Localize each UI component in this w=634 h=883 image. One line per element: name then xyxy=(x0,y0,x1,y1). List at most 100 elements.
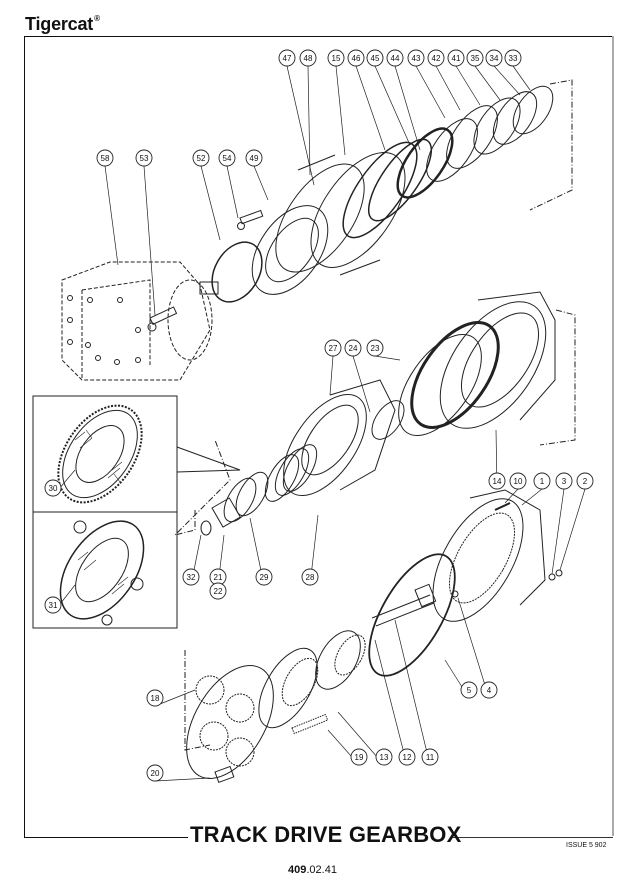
part-41-ring xyxy=(473,97,521,155)
callout-48: 48 xyxy=(299,49,317,67)
leader-line-54 xyxy=(226,165,239,219)
callout-32: 32 xyxy=(182,568,200,586)
leader-line-11 xyxy=(394,619,431,766)
callout-number: 31 xyxy=(49,601,58,610)
part-45-ring xyxy=(368,138,432,222)
callout-number: 33 xyxy=(509,54,518,63)
callout-11: 11 xyxy=(421,748,439,766)
motor-bolt-holes xyxy=(67,295,141,365)
part-53-bolt xyxy=(147,306,178,332)
part-30-friction-disc xyxy=(57,404,143,504)
part-44-ring xyxy=(396,127,454,199)
callout-circle xyxy=(509,472,527,490)
page-number-section: 409 xyxy=(288,864,307,876)
leader-line-27 xyxy=(329,355,334,396)
callout-23: 23 xyxy=(366,339,384,357)
part-32-snap-ring xyxy=(200,520,212,536)
callout-20: 20 xyxy=(146,764,164,782)
callout-30: 30 xyxy=(44,479,62,497)
callout-circle xyxy=(407,49,425,67)
page-number-rest: .02.41 xyxy=(306,864,337,876)
callout-number: 10 xyxy=(514,477,523,486)
part-19-bolt xyxy=(291,713,329,735)
callout-number: 2 xyxy=(583,477,588,486)
callout-number: 53 xyxy=(140,154,149,163)
part-27-hub xyxy=(283,379,396,497)
callout-35: 35 xyxy=(466,49,484,67)
leader-line-1 xyxy=(521,488,543,506)
callout-54: 54 xyxy=(218,149,236,167)
callout-18: 18 xyxy=(146,689,164,707)
part-11-input-shaft xyxy=(371,583,437,627)
part-43-ring xyxy=(426,118,478,182)
callout-circle xyxy=(324,339,342,357)
leader-line-24 xyxy=(352,355,371,413)
callout-number: 1 xyxy=(540,477,545,486)
callout-number: 13 xyxy=(380,753,389,762)
callout-number: 42 xyxy=(432,54,441,63)
callout-44: 44 xyxy=(386,49,404,67)
callout-number: 58 xyxy=(101,154,110,163)
leader-line-20 xyxy=(154,777,211,782)
part-35-ring xyxy=(492,91,538,145)
part-42-ring xyxy=(446,105,498,169)
seal-rings-stack xyxy=(342,85,554,239)
leader-line-23 xyxy=(374,355,401,361)
callout-47: 47 xyxy=(278,49,296,67)
leader-line-41 xyxy=(455,65,481,106)
callout-number: 34 xyxy=(490,54,499,63)
callout-number: 18 xyxy=(151,694,160,703)
part-2-nut xyxy=(555,569,563,577)
leader-line-35 xyxy=(474,65,501,101)
callout-circle xyxy=(347,49,365,67)
callout-number: 32 xyxy=(187,573,196,582)
callout-number: 49 xyxy=(250,154,259,163)
leader-line-42 xyxy=(435,65,461,111)
callout-45: 45 xyxy=(366,49,384,67)
callout-circle xyxy=(488,472,506,490)
callout-circle xyxy=(485,49,503,67)
callout-number: 28 xyxy=(306,573,315,582)
callout-46: 46 xyxy=(347,49,365,67)
callout-10: 10 xyxy=(509,472,527,490)
part-24-washer xyxy=(371,400,405,440)
leader-line-49 xyxy=(253,165,269,201)
part-3-washer xyxy=(548,573,556,581)
part-18-planet-assembly xyxy=(186,665,274,779)
callout-circle xyxy=(44,479,62,497)
leader-line-33 xyxy=(512,65,531,91)
callout-number: 29 xyxy=(260,573,269,582)
callout-29: 29 xyxy=(255,568,273,586)
callout-number: 35 xyxy=(471,54,480,63)
leader-line-12 xyxy=(374,639,408,766)
part-52-o-ring xyxy=(211,241,263,303)
callout-circle xyxy=(255,568,273,586)
callout-13: 13 xyxy=(375,748,393,766)
callout-4: 4 xyxy=(480,681,498,699)
leader-line-53 xyxy=(143,165,156,316)
assembly-centerline-bottom xyxy=(184,650,211,751)
callout-number: 45 xyxy=(371,54,380,63)
frame-border-top xyxy=(25,36,552,37)
inset-pointer xyxy=(176,446,241,473)
callout-28: 28 xyxy=(301,568,319,586)
callout-circle xyxy=(375,748,393,766)
callout-number: 20 xyxy=(151,769,160,778)
callout-number: 12 xyxy=(403,753,412,762)
callout-number: 27 xyxy=(329,344,338,353)
callout-24: 24 xyxy=(344,339,362,357)
leader-line-45 xyxy=(374,65,411,146)
part-58-hydraulic-motor xyxy=(61,261,213,381)
part-23-seal xyxy=(398,321,500,437)
leader-line-44 xyxy=(394,65,421,151)
callout-1: 1 xyxy=(533,472,551,490)
callout-number: 23 xyxy=(371,344,380,353)
callout-circle xyxy=(447,49,465,67)
frame-border-left xyxy=(24,36,25,838)
callout-circle xyxy=(460,681,478,699)
callout-circle xyxy=(398,748,416,766)
callout-circle xyxy=(146,689,164,707)
callout-19: 19 xyxy=(350,748,368,766)
issue-label: ISSUE 5 902 xyxy=(566,842,607,849)
